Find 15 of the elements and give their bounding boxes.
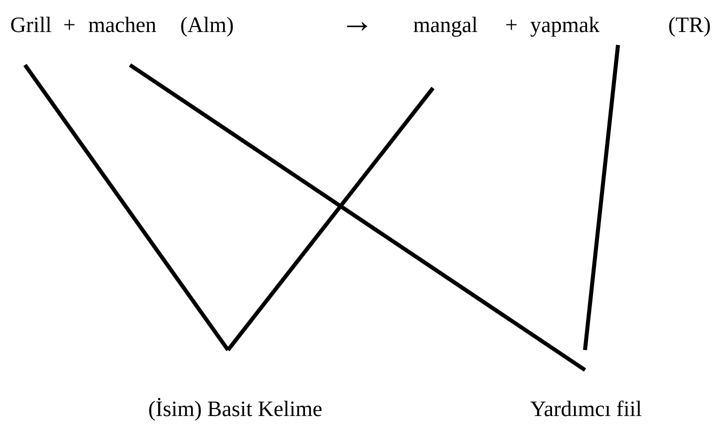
word-label: machen	[88, 16, 156, 32]
text-label: (Alm)	[181, 16, 233, 37]
word-label: (İsim) Basit Kelime	[149, 398, 322, 421]
text-label: (TR)	[669, 16, 710, 37]
word-label: Yardımcı fiil	[530, 400, 642, 416]
word-label: Grill	[11, 16, 52, 32]
word-label: yapmak	[530, 16, 600, 37]
text-label: +	[506, 20, 516, 30]
line	[128, 63, 586, 372]
line	[583, 44, 620, 350]
text-label: +	[64, 20, 74, 30]
line	[23, 64, 230, 352]
line	[226, 86, 435, 352]
word-label: mangal	[414, 16, 478, 37]
text-label: →	[347, 22, 368, 30]
